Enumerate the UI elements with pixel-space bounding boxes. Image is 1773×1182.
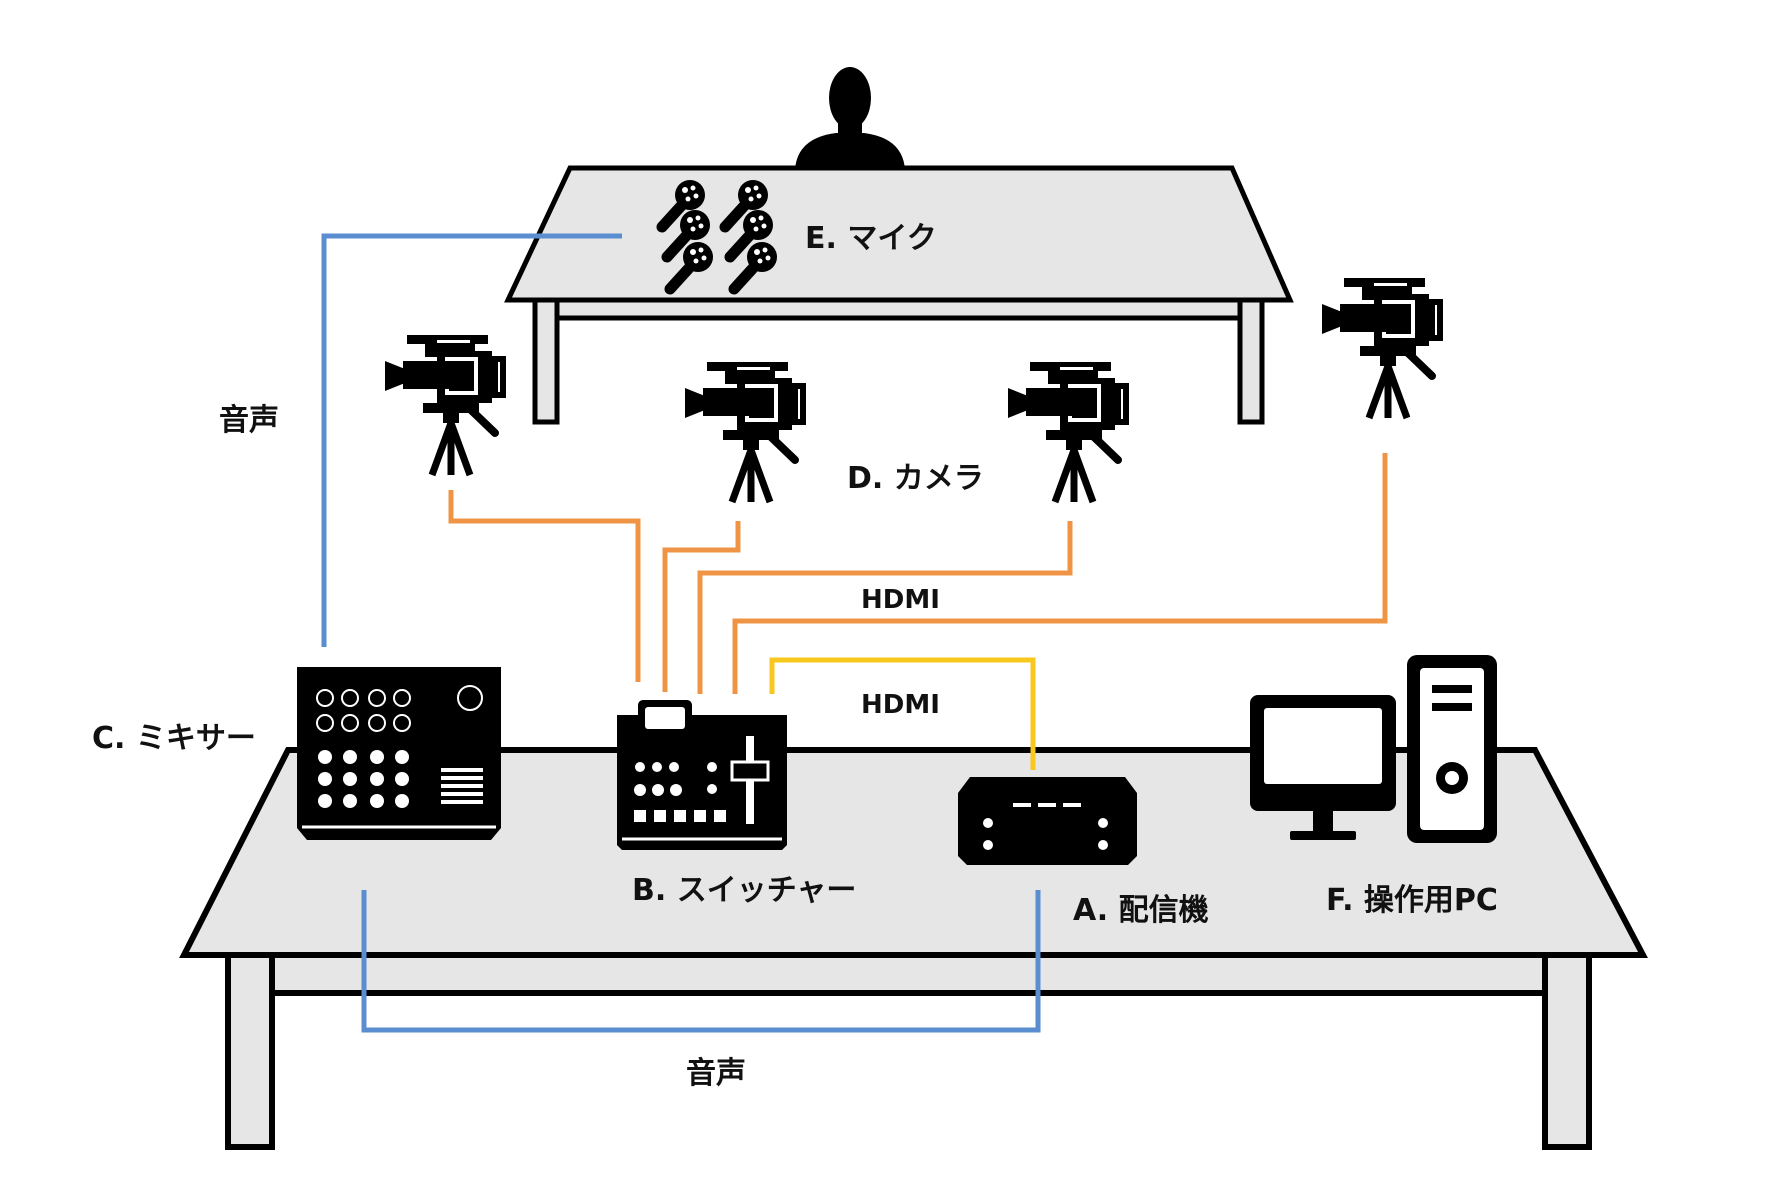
camera-label: D. カメラ: [847, 461, 984, 496]
hdmi-label-cameras: HDMI: [861, 585, 940, 615]
streaming-encoder-icon: [958, 777, 1137, 865]
hdmi-cables-cameras-to-switcher: [448, 453, 1388, 694]
monitor-icon: [1250, 695, 1396, 840]
encoder-label: A. 配信機: [1073, 893, 1209, 928]
video-switcher-icon: [617, 700, 787, 850]
mic-label: E. マイク: [805, 221, 937, 256]
person-icon: [795, 67, 905, 170]
audio-mixer-icon: [297, 667, 501, 840]
pc-label: F. 操作用PC: [1326, 883, 1498, 918]
back-table: [532, 297, 1265, 425]
audio-label-top: 音声: [219, 403, 279, 438]
hdmi-cable-switcher-to-encoder: [769, 657, 1036, 770]
pc-tower-icon: [1407, 655, 1497, 843]
audio-cable-mixer-to-encoder: [361, 890, 1041, 1033]
mixer-label: C. ミキサー: [92, 721, 256, 756]
hdmi-label-output: HDMI: [861, 690, 940, 720]
audio-label-bottom: 音声: [686, 1056, 746, 1091]
switcher-label: B. スイッチャー: [632, 873, 856, 908]
audio-cable-mic-to-mixer: [321, 233, 622, 647]
